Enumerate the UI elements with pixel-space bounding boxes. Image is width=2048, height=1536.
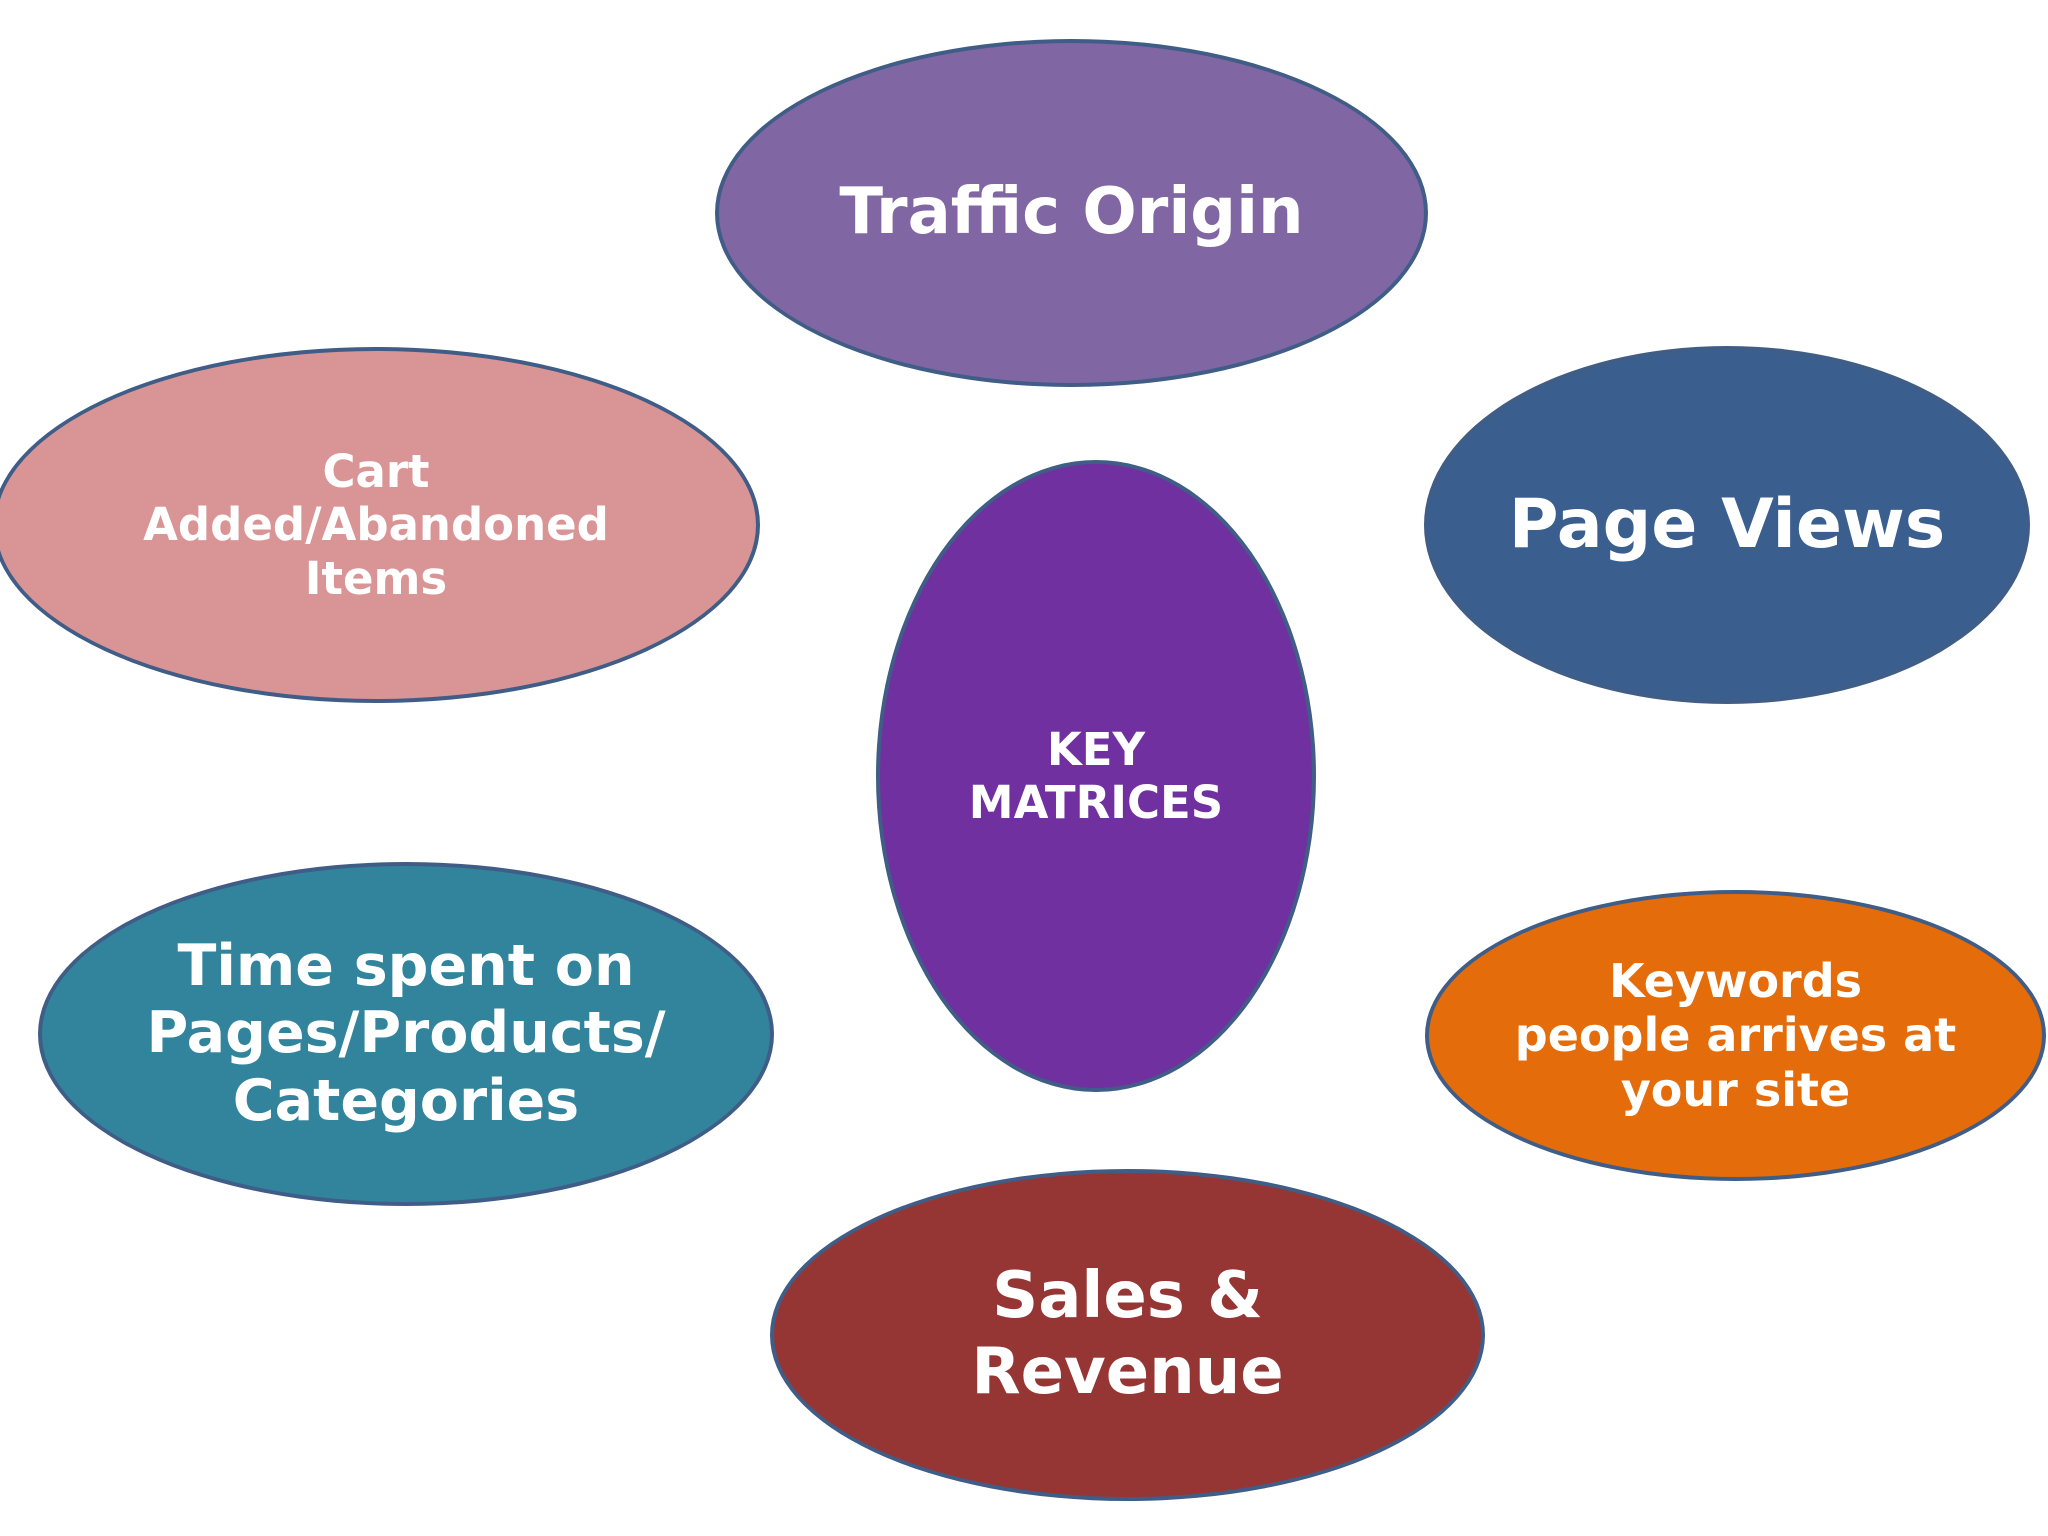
- traffic-origin-line-1: Traffic Origin: [839, 175, 1304, 250]
- key-matrices-line-1: KEY: [1046, 722, 1146, 776]
- cart-node: Cart Added/Abandoned Items: [0, 347, 760, 703]
- time-spent-label: Time spent on Pages/Products/ Categories: [126, 933, 685, 1135]
- keywords-line-1: Keywords: [1608, 954, 1863, 1009]
- cart-label: Cart Added/Abandoned Items: [123, 445, 629, 604]
- keywords-label: Keywords people arrives at your site: [1495, 954, 1976, 1117]
- sales-revenue-node: Sales & Revenue: [770, 1169, 1485, 1501]
- keywords-line-3: your site: [1620, 1062, 1851, 1117]
- traffic-origin-node: Traffic Origin: [715, 39, 1428, 387]
- key-matrices-label: KEY MATRICES: [949, 723, 1243, 829]
- cart-line-1: Cart: [322, 445, 430, 499]
- time-spent-line-1: Time spent on: [177, 933, 635, 1000]
- sales-revenue-label: Sales & Revenue: [951, 1259, 1303, 1410]
- page-views-line-1: Page Views: [1508, 484, 1946, 564]
- keywords-line-2: people arrives at: [1514, 1008, 1957, 1063]
- page-views-node: Page Views: [1424, 346, 2030, 704]
- page-views-label: Page Views: [1489, 485, 1966, 565]
- key-matrices-line-2: MATRICES: [968, 776, 1224, 829]
- time-spent-line-3: Categories: [232, 1067, 580, 1134]
- key-matrices-node: KEY MATRICES: [876, 460, 1316, 1092]
- sales-revenue-line-1: Sales &: [992, 1259, 1263, 1334]
- keywords-node: Keywords people arrives at your site: [1425, 890, 2046, 1181]
- time-spent-node: Time spent on Pages/Products/ Categories: [38, 862, 774, 1206]
- cart-line-3: Items: [304, 551, 448, 605]
- cart-line-2: Added/Abandoned: [143, 498, 609, 552]
- traffic-origin-label: Traffic Origin: [819, 175, 1323, 251]
- sales-revenue-line-2: Revenue: [971, 1335, 1284, 1409]
- time-spent-line-2: Pages/Products/: [146, 1000, 666, 1067]
